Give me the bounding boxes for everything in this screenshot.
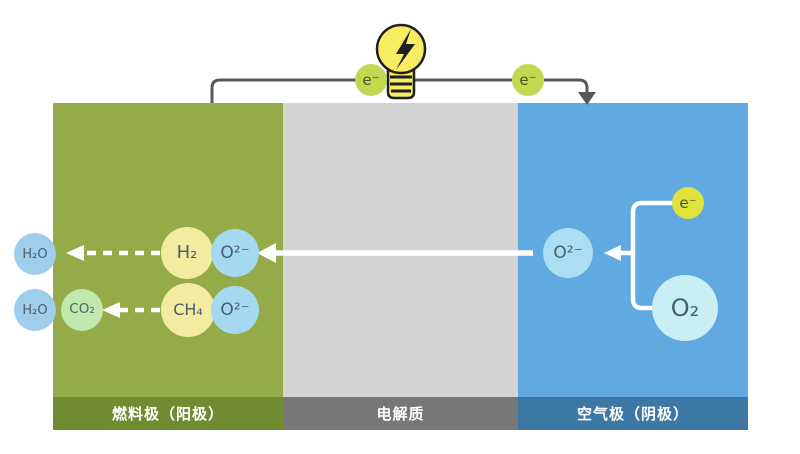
electrolyte-body: [283, 103, 518, 397]
molecule-ch4: CH₄: [161, 283, 215, 337]
molecule-o2: O₂: [652, 275, 718, 341]
cathode-label: 空气极（阴极）: [518, 397, 748, 430]
electrolyte-label: 电解质: [283, 397, 518, 430]
anode-label: 燃料极（阳极）: [53, 397, 283, 430]
molecule-h2o-bottom: H₂O: [14, 289, 56, 331]
panel-electrolyte: 电解质: [283, 103, 518, 430]
electron-on-wire-right: e⁻: [512, 64, 544, 96]
ion-o2minus-bottom: O²⁻: [211, 286, 259, 334]
electron-on-wire-left: e⁻: [355, 64, 387, 96]
electron-cathode: e⁻: [672, 187, 704, 219]
molecule-h2: H₂: [161, 227, 213, 279]
ion-o2minus-top: O²⁻: [211, 229, 259, 277]
molecule-co2: CO₂: [61, 289, 103, 331]
ion-o2minus-cathode: O²⁻: [543, 228, 593, 278]
molecule-h2o-top: H₂O: [14, 233, 56, 275]
